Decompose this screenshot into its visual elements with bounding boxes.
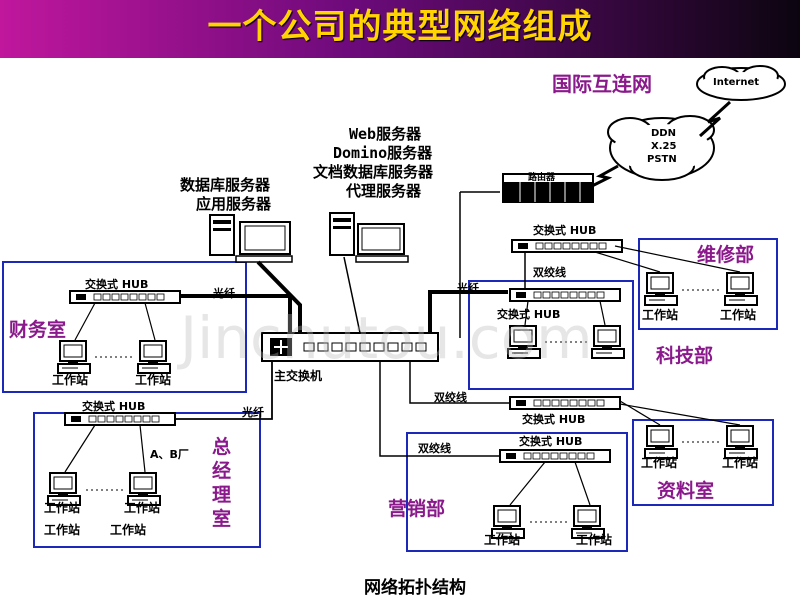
twisted-pair-label-tech: 双绞线 — [533, 266, 566, 279]
db-server-label: 数据库服务器 — [180, 176, 271, 194]
workstation-label: 工作站 — [135, 373, 172, 387]
title-bar — [0, 0, 800, 58]
dept-finance: 财务室 — [9, 319, 67, 341]
ddn-cloud — [607, 115, 715, 181]
maintenance-box — [638, 238, 778, 330]
data-hub-label: 交换式 HUB — [522, 413, 586, 426]
slide-title: 一个公司的典型网络组成 — [207, 7, 593, 47]
workstation-label: 工作站 — [484, 533, 521, 547]
maintenance-hub-label: 交换式 HUB — [533, 224, 597, 237]
main-switch — [261, 332, 439, 362]
gm-hub-label: 交换式 HUB — [82, 400, 146, 413]
x25-label: X.25 — [651, 141, 677, 152]
sales-hub-label: 交换式 HUB — [519, 435, 583, 448]
workstation-label: 工作站 — [720, 308, 757, 322]
dept-gm-2: 经 — [212, 460, 232, 482]
finance-hub-label: 交换式 HUB — [85, 278, 149, 291]
workstation-label: 工作站 — [52, 373, 89, 387]
pstn-label: PSTN — [647, 154, 677, 165]
domino-server-label: Domino服务器 — [333, 144, 433, 162]
workstation-label: 工作站 — [44, 523, 81, 537]
app-server-label: 应用服务器 — [196, 195, 272, 213]
dept-tech: 科技部 — [656, 345, 714, 367]
workstation-label: 工作站 — [641, 456, 678, 470]
twisted-pair-label-data: 双绞线 — [434, 391, 467, 404]
finance-box — [2, 261, 247, 393]
dept-gm-3: 理 — [212, 484, 232, 506]
sales-box — [406, 432, 628, 552]
router — [502, 173, 594, 203]
ddn-label: DDN — [651, 128, 676, 139]
fiber-label-tech: 光纤 — [457, 282, 479, 295]
workstation-label: 工作站 — [642, 308, 679, 322]
workstation-label: 工作站 — [124, 501, 161, 515]
dept-gm-1: 总 — [212, 436, 232, 458]
workstation-label: 工作站 — [722, 456, 759, 470]
web-server — [329, 212, 409, 263]
dept-gm-4: 室 — [212, 508, 232, 530]
proxy-server-label: 代理服务器 — [346, 182, 422, 200]
docdb-server-label: 文档数据库服务器 — [313, 163, 434, 181]
fiber-label-finance: 光纤 — [213, 287, 235, 300]
twisted-pair-label-sales: 双绞线 — [418, 442, 451, 455]
web-server-label: Web服务器 — [349, 125, 422, 143]
diagram-caption: 网络拓扑结构 — [364, 578, 466, 598]
tech-hub-label: 交换式 HUB — [497, 308, 561, 321]
fiber-label-gm: 光纤 — [242, 406, 264, 419]
workstation-label: 工作站 — [576, 533, 613, 547]
dept-maintenance: 维修部 — [697, 244, 755, 266]
dept-data-room: 资料室 — [657, 480, 715, 502]
workstation-label: 工作站 — [44, 501, 81, 515]
internet-label: 国际互连网 — [552, 72, 652, 96]
db-server — [209, 214, 293, 263]
watermark-text: Jinchutou.com — [177, 304, 593, 372]
main-switch-label: 主交换机 — [274, 369, 323, 383]
gm-note-label: A、B厂 — [150, 448, 189, 461]
internet-cloud-label: Internet — [713, 77, 760, 88]
internet-cloud — [696, 65, 786, 101]
data-room-box — [632, 419, 774, 506]
workstation-label: 工作站 — [110, 523, 147, 537]
dept-sales: 营销部 — [388, 498, 446, 520]
router-label: 路由器 — [528, 173, 556, 183]
tech-box — [468, 280, 634, 390]
